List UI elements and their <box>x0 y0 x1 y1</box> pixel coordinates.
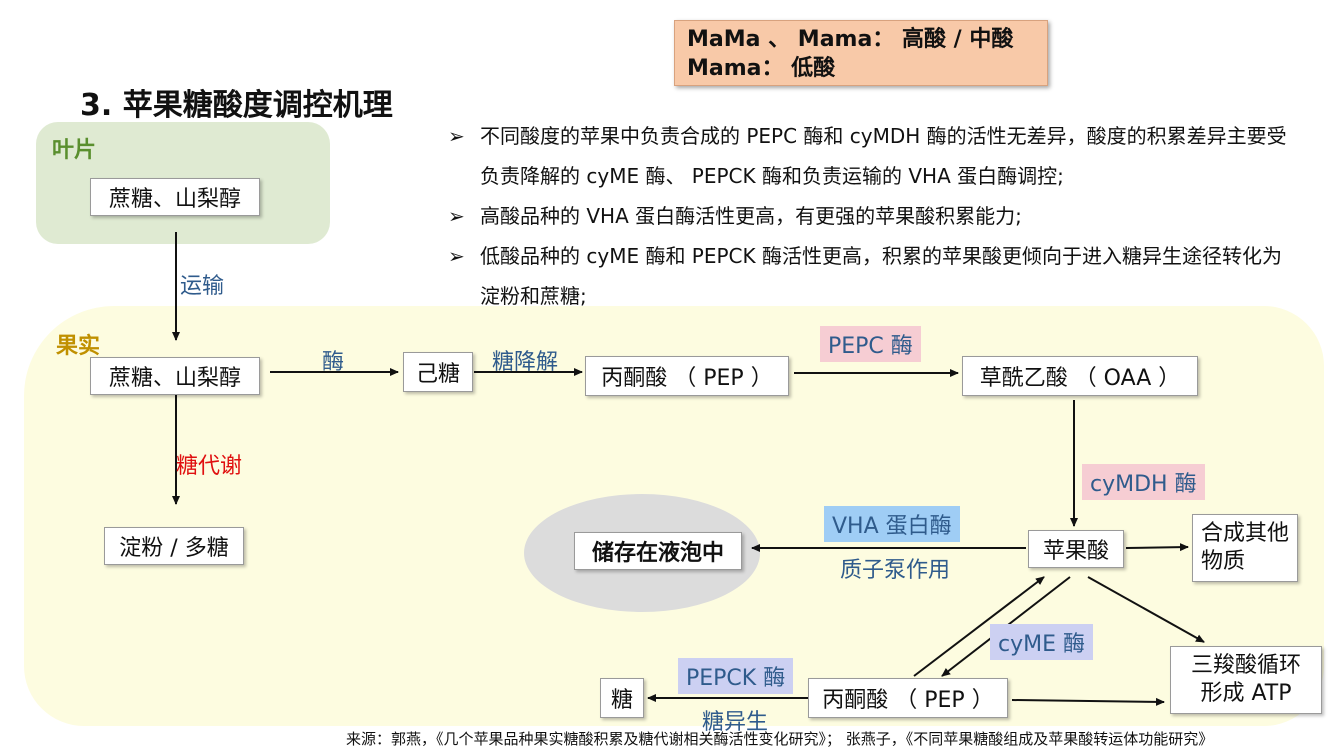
node-sugar: 糖 <box>600 678 644 718</box>
node-leaf-sucrose: 蔗糖、山梨醇 <box>90 178 260 216</box>
arrow-pep-to-malate <box>913 576 1045 677</box>
label-proton-pump: 质子泵作用 <box>840 558 951 583</box>
bullet-text: 低酸品种的 cyME 酶和 PEPCK 酶活性更高，积累的苹果酸更倾向于进入糖异… <box>480 244 1282 308</box>
genotype-callout: MaMa 、 Mama： 高酸 / 中酸 Mama： 低酸 <box>674 20 1048 86</box>
fruit-label: 果实 <box>56 334 101 359</box>
label-enzyme: 酶 <box>322 350 345 375</box>
node-starch: 淀粉 / 多糖 <box>104 527 244 565</box>
node-malate: 苹果酸 <box>1028 530 1124 568</box>
callout-line-1: MaMa 、 Mama： 高酸 / 中酸 <box>687 27 1014 52</box>
node-pep-top: 丙酮酸 （ PEP ） <box>585 356 789 396</box>
label-sugar-metabolism: 糖代谢 <box>176 454 243 479</box>
node-tca: 三羧酸循环形成 ATP <box>1170 646 1322 714</box>
node-vacuole: 储存在液泡中 <box>574 532 742 570</box>
node-tca-text: 三羧酸循环形成 ATP <box>1190 653 1301 706</box>
node-fruit-sucrose: 蔗糖、山梨醇 <box>90 357 260 395</box>
label-pepc: PEPC 酶 <box>820 326 921 362</box>
label-transport: 运输 <box>180 274 225 299</box>
node-other-substances: 合成其他物质 <box>1192 514 1298 582</box>
label-vha: VHA 蛋白酶 <box>824 506 960 542</box>
label-pepck: PEPCK 酶 <box>678 658 794 694</box>
node-pep-bottom: 丙酮酸 （ PEP ） <box>808 678 1008 718</box>
label-cymdh: cyMDH 酶 <box>1082 464 1205 500</box>
node-other-text: 合成其他物质 <box>1201 521 1290 574</box>
node-hexose: 己糖 <box>403 352 473 392</box>
callout-line-2: Mama： 低酸 <box>687 56 836 81</box>
arrow-pep-to-tca <box>1011 697 1165 706</box>
arrow-bullet-icon: ➢ <box>448 124 465 148</box>
leaf-label: 叶片 <box>52 138 97 163</box>
label-cyme: cyME 酶 <box>990 624 1093 660</box>
node-oaa: 草酰乙酸 （ OAA ） <box>962 356 1198 396</box>
arrow-bullet-icon: ➢ <box>448 244 465 268</box>
bullet-text: 高酸品种的 VHA 蛋白酶活性更高，有更强的苹果酸积累能力; <box>480 204 1022 228</box>
page-title: 3. 苹果糖酸度调控机理 <box>80 88 393 123</box>
arrow-tca <box>1087 576 1205 643</box>
label-glycolysis: 糖降解 <box>492 350 559 375</box>
source-citation: 来源：郭燕，《几个苹果品种果实糖酸积累及糖代谢相关酶活性变化研究》； 张燕子，《… <box>346 730 1214 748</box>
label-gluconeogenesis: 糖异生 <box>702 710 769 735</box>
arrow-bullet-icon: ➢ <box>448 204 465 228</box>
bullet-text: 不同酸度的苹果中负责合成的 PEPC 酶和 cyMDH 酶的活性无差异，酸度的积… <box>480 124 1287 188</box>
arrow-other <box>1125 543 1189 552</box>
